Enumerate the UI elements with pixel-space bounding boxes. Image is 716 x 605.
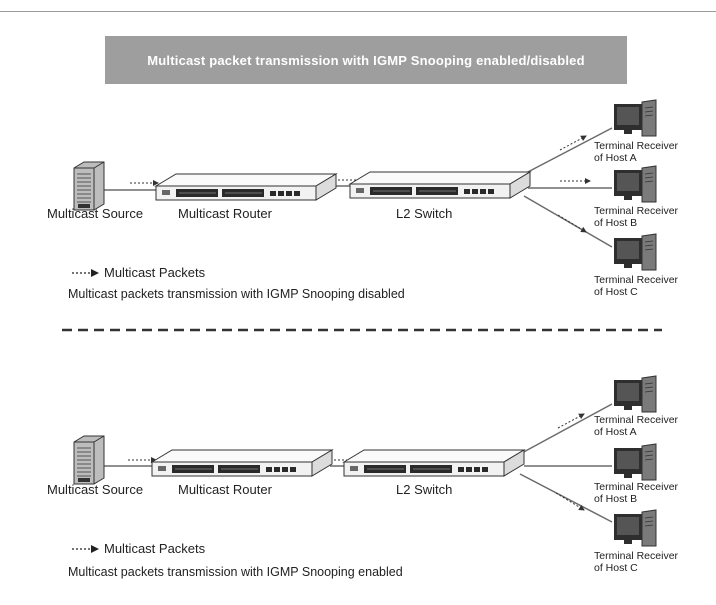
router-label: Multicast Router [178,482,272,497]
host-c-label: Terminal Receiver of Host C [594,550,679,574]
pc-tower-icon [614,233,657,271]
pc-tower-icon [614,99,657,137]
pc-tower-icon [614,443,657,481]
dashed-arrow-icon [72,545,99,553]
server-tower-icon [73,161,105,211]
dashed-arrow-icon [72,269,99,277]
diagram-title: Multicast packet transmission with IGMP … [147,52,585,68]
switch-icon [343,449,525,477]
panel-igmp-disabled [73,99,657,271]
legend-label: Multicast Packets [104,265,206,280]
pc-tower-icon [614,375,657,413]
source-label: Multicast Source [47,206,144,221]
pc-tower-icon [614,509,657,547]
router-icon [151,449,333,477]
router-icon [155,173,337,201]
host-a-label: Terminal Receiver of Host A [594,140,679,164]
legend-label: Multicast Packets [104,541,206,556]
host-b-label: Terminal Receiver of Host B [594,481,679,505]
router-label: Multicast Router [178,206,272,221]
switch-label: L2 Switch [396,206,453,221]
panel-caption: Multicast packets transmission with IGMP… [68,287,405,301]
panel-igmp-enabled [73,375,657,547]
title-banner: Multicast packet transmission with IGMP … [105,36,627,84]
server-tower-icon [73,435,105,485]
top-rule [0,11,716,12]
source-label: Multicast Source [47,482,144,497]
multicast-packet-arrows [130,135,591,233]
pc-tower-icon [614,165,657,203]
host-a-label: Terminal Receiver of Host A [594,414,679,438]
host-c-label: Terminal Receiver of Host C [594,274,679,298]
switch-label: L2 Switch [396,482,453,497]
switch-icon [349,171,531,199]
host-b-label: Terminal Receiver of Host B [594,205,679,229]
panel-caption: Multicast packets transmission with IGMP… [68,565,403,579]
